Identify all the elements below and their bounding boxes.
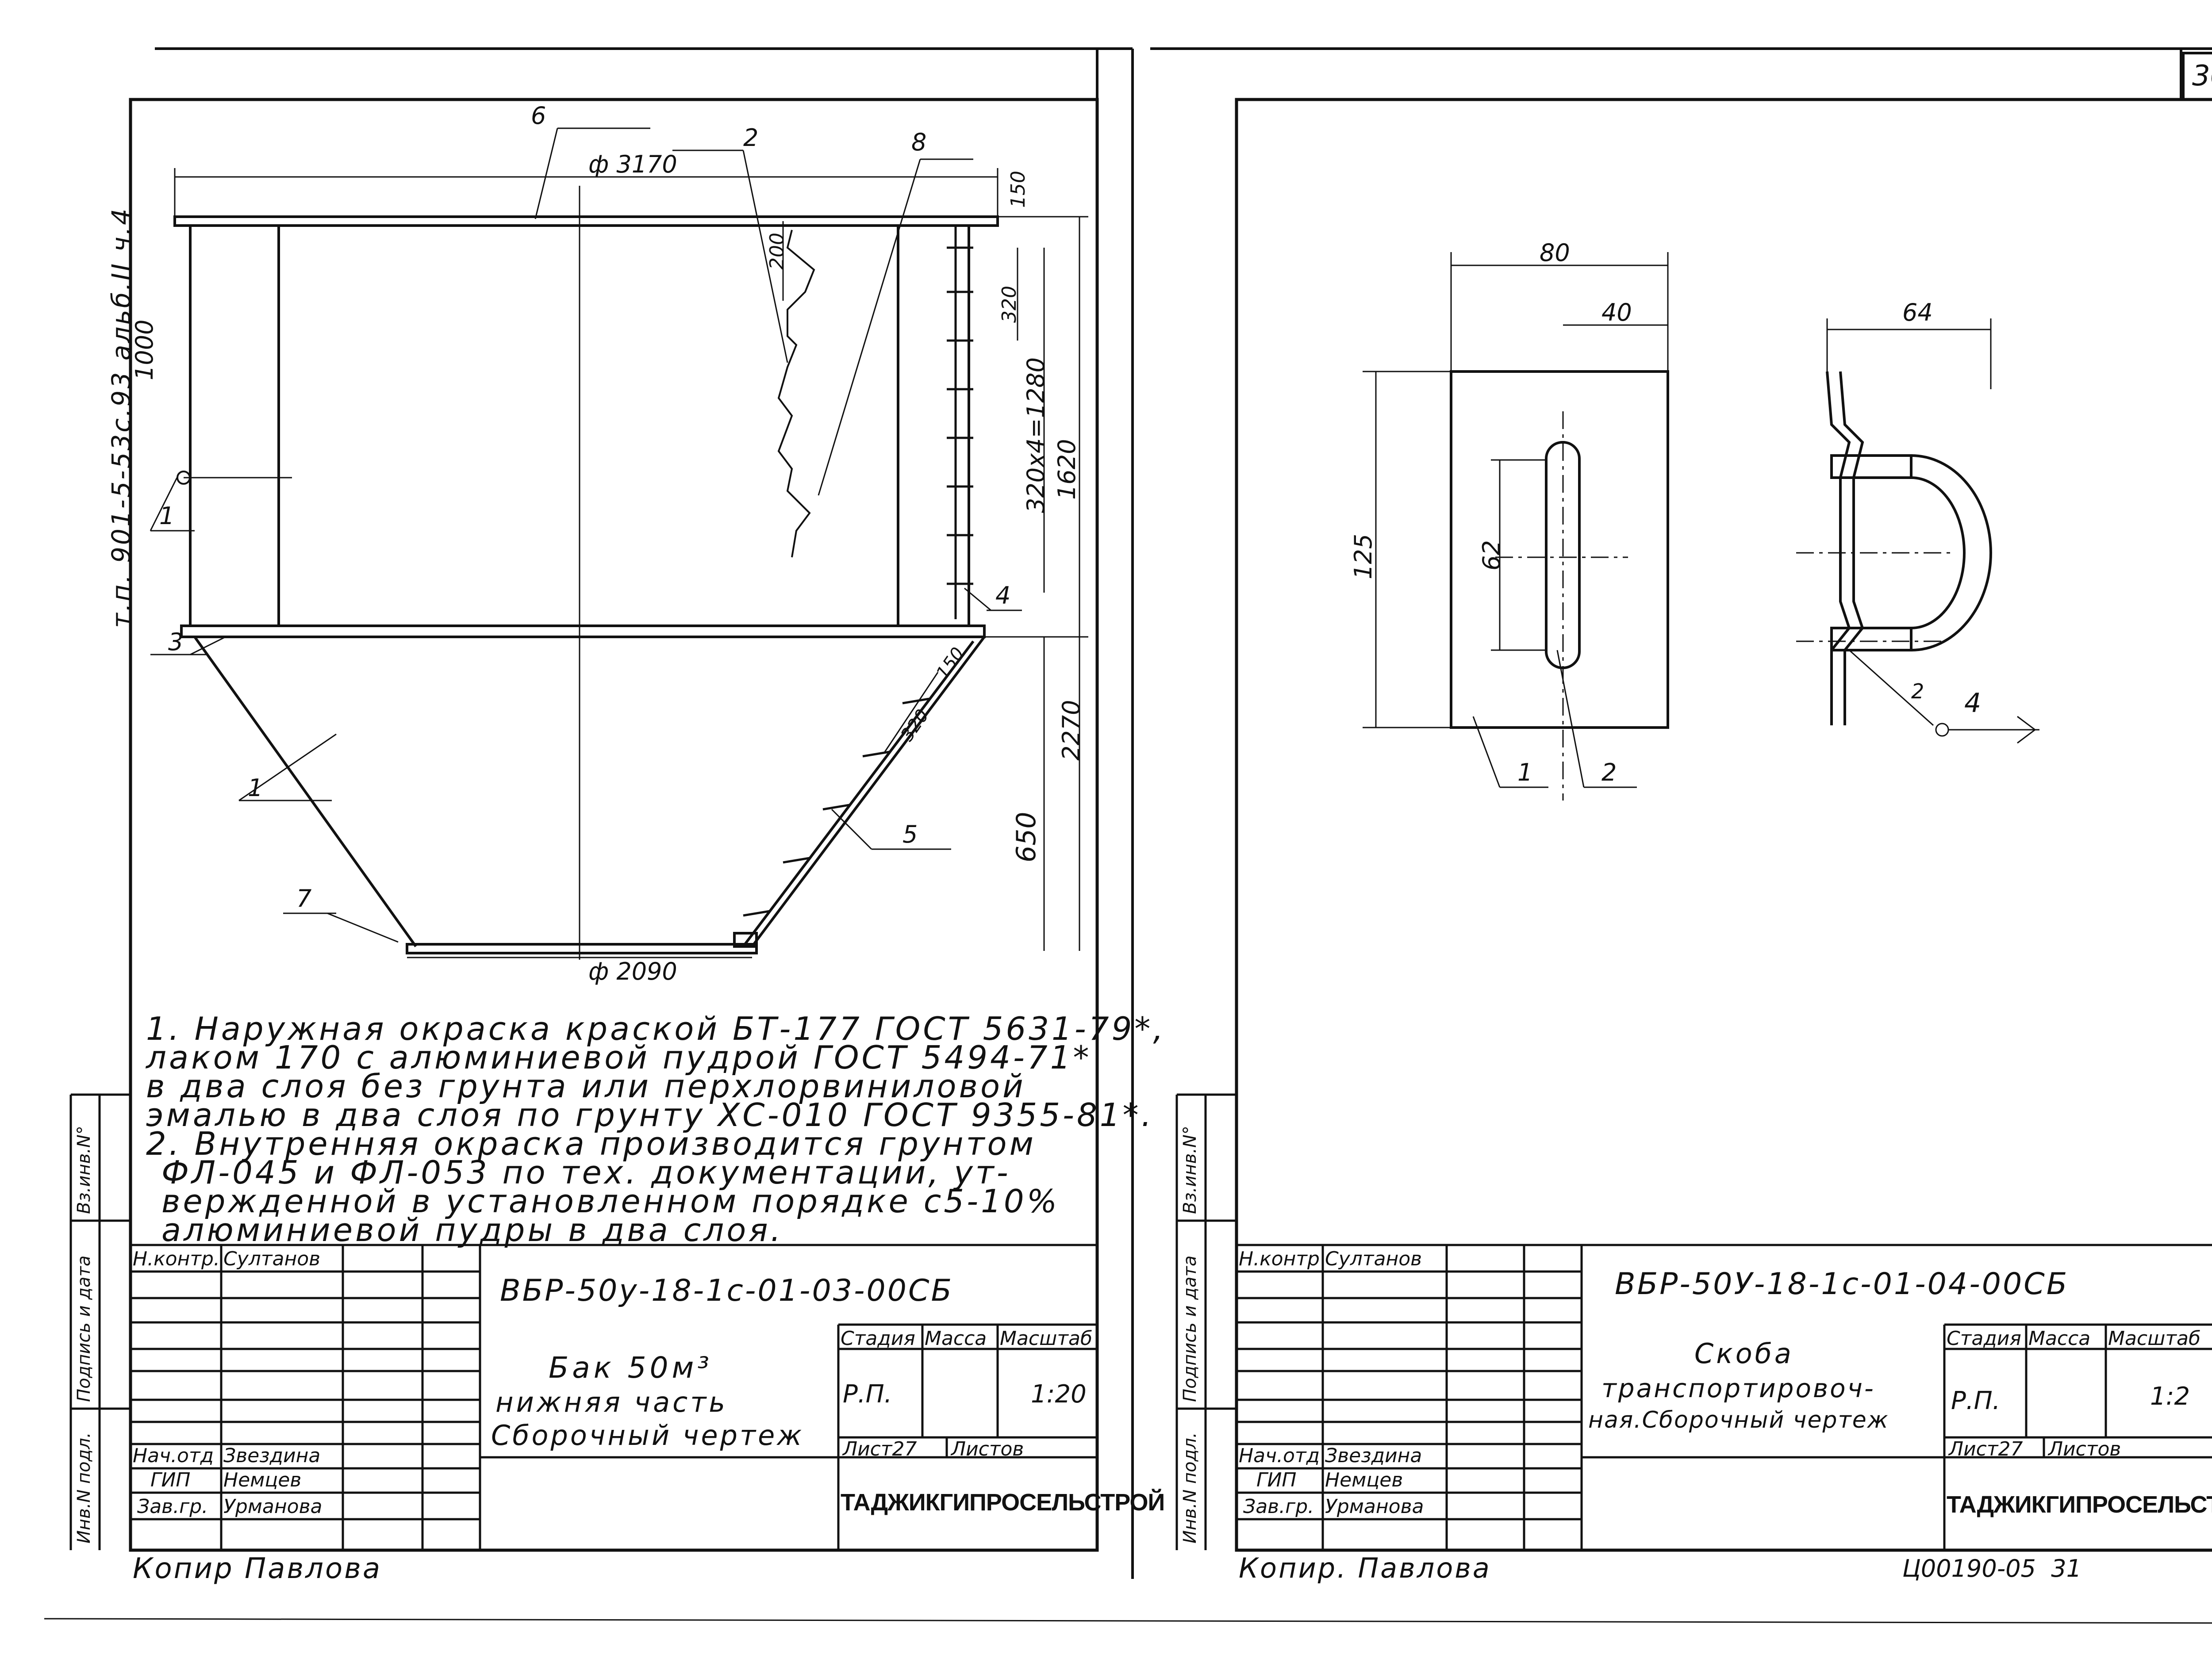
organization: ТАДЖИКГИПРОСЕЛЬСТРОЙ bbox=[1947, 1491, 2212, 1518]
dim-80: 80 bbox=[1540, 239, 1570, 267]
doc-code: ВБР-50у-18-1с-01-03-00СБ bbox=[500, 1273, 954, 1308]
mass-header: Масса bbox=[925, 1327, 987, 1350]
dim-200: 200 bbox=[766, 233, 788, 270]
note-line: алюминиевой пудры в два слоя. bbox=[161, 1211, 783, 1249]
sheets-label: Листов bbox=[2048, 1438, 2121, 1460]
tb-role: Нач.отд bbox=[133, 1444, 214, 1467]
margin-podpis: Подпись и дата bbox=[1180, 1255, 1200, 1402]
archive-stamp: Ц00190-05 31 bbox=[1902, 1555, 2081, 1582]
tb-role: Н.контр bbox=[1239, 1248, 1320, 1270]
dim-62: 62 bbox=[1478, 540, 1505, 571]
note-line: эмалью в два слоя по грунту ХС-010 ГОСТ … bbox=[146, 1096, 1154, 1134]
callout-6: 6 bbox=[531, 102, 546, 130]
note-line: в два слоя без грунта или перхлорвинилов… bbox=[146, 1068, 1026, 1105]
right-title-grid bbox=[1237, 1244, 2212, 1550]
copier: Копир. Павлова bbox=[1239, 1552, 1491, 1584]
callout-3: 3 bbox=[168, 628, 184, 656]
callout-2-right: 2 bbox=[1601, 758, 1617, 786]
margin-inv-podl: Инв.N подл. bbox=[1180, 1432, 1200, 1544]
margin-vz-inv: Вз.инв.N° bbox=[1180, 1126, 1200, 1214]
note-line: ФЛ-045 и ФЛ-053 по тех. документации, ут… bbox=[161, 1154, 1011, 1191]
scale-header: Масштаб bbox=[1000, 1327, 1093, 1350]
tb-person: Султанов bbox=[223, 1248, 321, 1270]
scale-value: 1:20 bbox=[1031, 1380, 1087, 1409]
callout-2: 2 bbox=[743, 124, 759, 152]
tb-person: Немцев bbox=[223, 1469, 302, 1491]
stage-header: Стадия bbox=[1947, 1327, 2021, 1350]
note-line: 1. Наружная окраска краской БТ-177 ГОСТ … bbox=[146, 1010, 1166, 1047]
dim-bottom-diameter: ф 2090 bbox=[588, 958, 677, 985]
tank-drawing bbox=[150, 127, 1088, 960]
copier: Копир Павлова bbox=[133, 1552, 382, 1585]
scale-value: 1:2 bbox=[2150, 1382, 2190, 1411]
dim-1000: 1000 bbox=[131, 319, 158, 380]
dim-1620: 1620 bbox=[1053, 439, 1081, 500]
margin-vz-inv: Вз.инв.N° bbox=[74, 1126, 94, 1214]
margin-inv-podl: Инв.N подл. bbox=[74, 1432, 94, 1544]
doc-code: ВБР-50У-18-1с-01-04-00СБ bbox=[1615, 1267, 2069, 1302]
tb-role: Нач.отд bbox=[1239, 1444, 1320, 1467]
tb-person: Урманова bbox=[223, 1495, 323, 1518]
callout-7: 7 bbox=[296, 885, 312, 912]
tb-person: Урманова bbox=[1325, 1495, 1424, 1518]
stage-header: Стадия bbox=[841, 1327, 915, 1350]
doc-title-line: Сборочный чертеж bbox=[491, 1419, 804, 1452]
sheets-label: Листов bbox=[951, 1438, 1024, 1460]
doc-title-line: нижняя часть bbox=[495, 1386, 728, 1418]
doc-title-line: Скоба bbox=[1694, 1337, 1794, 1370]
tb-person: Немцев bbox=[1325, 1469, 1403, 1491]
left-title-grid bbox=[131, 1244, 1097, 1550]
mass-header: Масса bbox=[2028, 1327, 2091, 1350]
tb-role: ГИП bbox=[150, 1469, 191, 1491]
tb-role: Зав.гр. bbox=[1243, 1495, 1314, 1518]
sheet-label: Лист27 bbox=[843, 1438, 917, 1460]
doc-title-line: Бак 50м³ bbox=[549, 1351, 713, 1385]
doc-title-line: ная.Сборочный чертеж bbox=[1588, 1407, 1889, 1433]
note-line: лаком 170 с алюминиевой пудрой ГОСТ 5494… bbox=[146, 1039, 1092, 1076]
left-margin-columns bbox=[69, 1093, 1237, 1550]
organization: ТАДЖИКГИПРОСЕЛЬСТРОЙ bbox=[841, 1489, 1165, 1516]
dim-top-diameter: ф 3170 bbox=[588, 150, 677, 178]
sheet-label: Лист27 bbox=[1949, 1438, 2023, 1460]
callout-8: 8 bbox=[911, 128, 927, 156]
note-line: вержденной в установленном порядке с5-10… bbox=[161, 1183, 1060, 1220]
tb-person: Султанов bbox=[1325, 1248, 1422, 1270]
dim-650: 650 bbox=[1011, 812, 1042, 862]
dim-320x4: 320х4=1280 bbox=[1022, 357, 1050, 513]
callout-1-cone: 1 bbox=[248, 774, 263, 802]
dim-64: 64 bbox=[1902, 299, 1933, 326]
callout-1-right: 1 bbox=[1517, 758, 1533, 786]
callout-2-weld: 2 bbox=[1911, 679, 1924, 703]
scale-header: Масштаб bbox=[2108, 1327, 2201, 1350]
dim-320: 320 bbox=[998, 286, 1021, 323]
note-line: 2. Внутренняя окраска производится грунт… bbox=[146, 1125, 1036, 1162]
callout-1-left: 1 bbox=[159, 502, 175, 530]
stage-value: Р.П. bbox=[1951, 1387, 2001, 1415]
doc-title-line: транспортировоч- bbox=[1601, 1373, 1875, 1403]
stage-value: Р.П. bbox=[843, 1380, 892, 1409]
right-frame bbox=[1235, 98, 2212, 1552]
callout-4-weld: 4 bbox=[1964, 688, 1982, 719]
tb-person: Звездина bbox=[1325, 1444, 1422, 1467]
left-frame bbox=[129, 98, 1099, 1552]
margin-podpis: Подпись и дата bbox=[74, 1255, 94, 1402]
dim-150: 150 bbox=[1007, 171, 1029, 208]
dim-40: 40 bbox=[1601, 299, 1632, 326]
tb-role: Н.контр. bbox=[133, 1248, 220, 1270]
callout-5: 5 bbox=[902, 820, 918, 848]
dim-125: 125 bbox=[1349, 533, 1377, 579]
callout-4: 4 bbox=[995, 582, 1011, 609]
bracket-drawing bbox=[1363, 252, 2039, 801]
left-vertical-ref: т.п. 901-5-53с.93 альб.II ч.4 bbox=[106, 207, 136, 628]
tb-role: ГИП bbox=[1256, 1469, 1297, 1491]
tb-person: Звездина bbox=[223, 1444, 321, 1467]
page-number: 30 bbox=[2192, 60, 2212, 92]
dim-2270: 2270 bbox=[1057, 700, 1085, 761]
tb-role: Зав.гр. bbox=[137, 1495, 208, 1518]
